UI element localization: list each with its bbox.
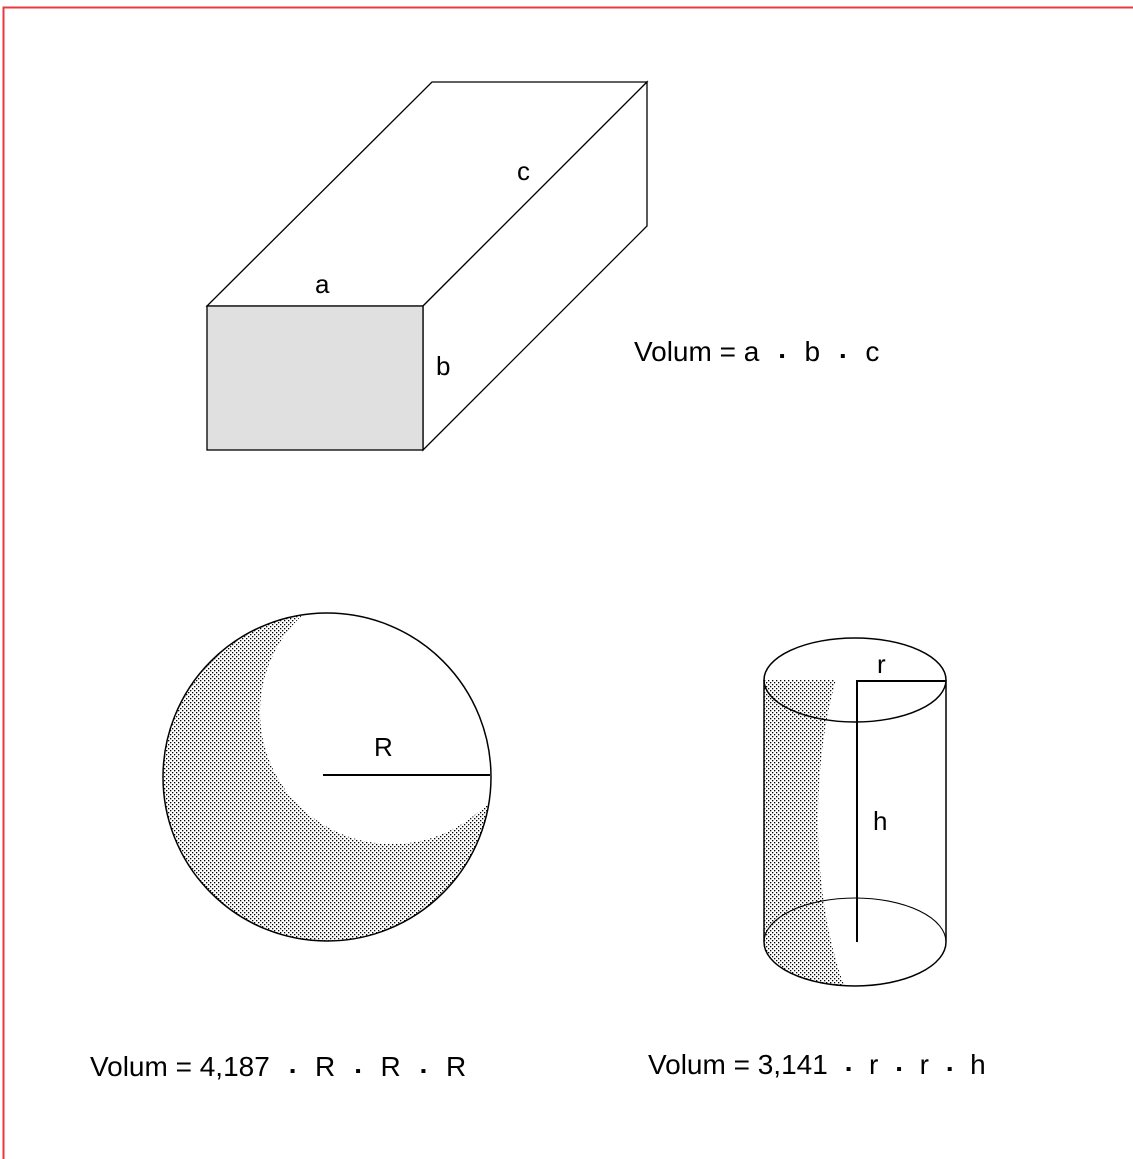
box-label-c: c xyxy=(517,156,530,186)
box-formula-dot-2: ▪ xyxy=(840,348,846,365)
cylinder xyxy=(763,637,947,987)
sphere-shading xyxy=(163,613,491,941)
cylinder-formula-dot-2: ▪ xyxy=(896,1061,902,1078)
cylinder-formula-r2: r xyxy=(920,1049,929,1080)
rectangular-prism xyxy=(205,80,649,452)
box-front-face xyxy=(206,305,424,451)
sphere xyxy=(162,612,492,942)
cylinder-formula-dot-1: ▪ xyxy=(846,1061,852,1078)
cylinder-formula-prefix: Volum = 3,141 xyxy=(648,1049,828,1080)
cylinder-shading xyxy=(764,680,855,986)
box-formula-dot-1: ▪ xyxy=(779,348,785,365)
cylinder-bottom-back-arc xyxy=(763,897,947,943)
cylinder-formula-dot-3: ▪ xyxy=(947,1061,953,1078)
sphere-formula-dot-1: ▪ xyxy=(290,1063,296,1080)
box-volume-formula: Volum = a ▪ b ▪ c xyxy=(634,336,879,367)
sphere-outline xyxy=(162,612,492,942)
box-label-a: a xyxy=(315,269,330,299)
box-formula-b: b xyxy=(805,336,821,367)
sphere-volume-formula: Volum = 4,187 ▪ R ▪ R ▪ R xyxy=(90,1051,466,1082)
cylinder-label-h: h xyxy=(873,806,887,836)
sphere-formula-prefix: Volum = 4,187 xyxy=(90,1051,270,1082)
cylinder-bottom-front-arc xyxy=(763,941,947,987)
sphere-formula-r2: R xyxy=(381,1051,401,1082)
cylinder-label-r: r xyxy=(877,649,886,679)
sphere-formula-r1: R xyxy=(315,1051,335,1082)
box-formula-prefix: Volum = a xyxy=(634,336,760,367)
cylinder-formula-r1: r xyxy=(869,1049,878,1080)
sphere-label-r: R xyxy=(374,732,393,762)
page-frame xyxy=(2,6,1133,1159)
box-formula-c: c xyxy=(865,336,879,367)
cylinder-formula-h: h xyxy=(970,1049,986,1080)
cylinder-volume-formula: Volum = 3,141 ▪ r ▪ r ▪ h xyxy=(648,1049,986,1080)
sphere-formula-dot-2: ▪ xyxy=(355,1063,361,1080)
box-label-b: b xyxy=(436,351,450,381)
sphere-formula-r3: R xyxy=(446,1051,466,1082)
sphere-formula-dot-3: ▪ xyxy=(421,1063,427,1080)
